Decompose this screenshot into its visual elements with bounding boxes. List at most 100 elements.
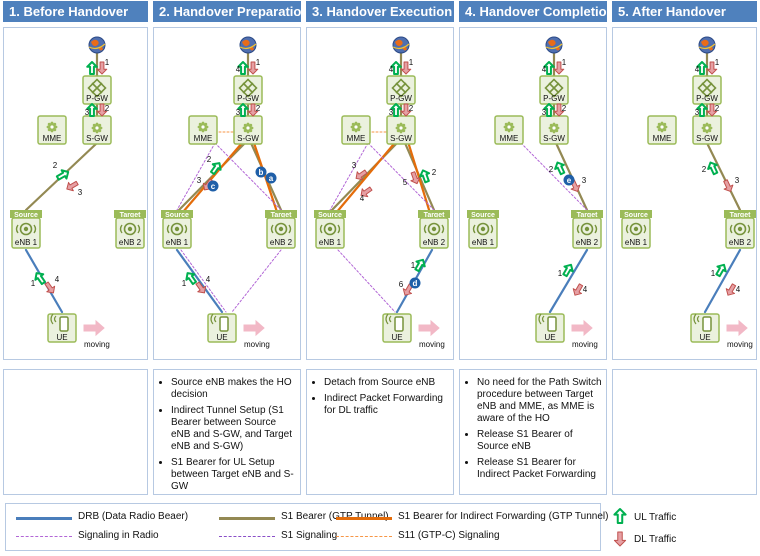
step-number: 4 [360, 194, 365, 203]
target-enb-label: eNB 2 [729, 238, 752, 247]
sgw-label: S-GW [86, 134, 108, 143]
sgw-gear-icon [242, 122, 254, 134]
ul-arrow [696, 61, 708, 75]
legend-sig-radio-line [16, 536, 72, 537]
stage-2-panel [153, 27, 301, 360]
stage-5-notes [612, 369, 757, 495]
sgw-gear-icon [91, 122, 103, 134]
ue-label: UE [56, 333, 67, 342]
source-enb-node [11, 217, 41, 249]
step-number: 2 [715, 104, 720, 113]
legend: DRB (Data Radio Beaer) S1 Bearer (GTP Tu… [5, 503, 608, 551]
target-enb-icon [729, 222, 751, 236]
dl-arrow [44, 281, 56, 294]
source-tag: Source [471, 212, 495, 219]
source-tag-bg [620, 210, 652, 218]
ul-arrow [86, 61, 98, 75]
pgw-node [692, 75, 722, 105]
source-enb-label: eNB 1 [319, 238, 342, 247]
ul-arrow [414, 258, 426, 273]
s1-signaling-line [520, 142, 588, 211]
target-enb-label: eNB 2 [423, 238, 446, 247]
pgw-label: P-GW [86, 94, 108, 103]
sgw-label: S-GW [543, 134, 565, 143]
stage-3-header: 3. Handover Execution [306, 1, 454, 22]
stage-2-header: 2. Handover Preparation [153, 1, 309, 22]
target-enb-node-box [725, 217, 755, 249]
step-number: 2 [409, 104, 414, 113]
step-number: 1 [182, 279, 187, 288]
pgw-node-box [539, 75, 569, 105]
stage-2-notes: Source eNB makes the HO decision Indirec… [153, 369, 301, 495]
internet-icon [239, 36, 257, 54]
sgw-label: S-GW [390, 134, 412, 143]
step-number: 4 [55, 275, 60, 284]
dl-arrow [360, 186, 373, 198]
pgw-node [82, 75, 112, 105]
ul-arrow [55, 169, 70, 181]
legend-s1-sig: S1 Signaling [281, 530, 338, 541]
legend-s1-indirect: S1 Bearer for Indirect Forwarding (GTP T… [398, 511, 609, 522]
step-number: 4 [206, 275, 211, 284]
ul-arrow [696, 103, 708, 117]
moving-arrow [83, 319, 105, 337]
step-number: 1 [31, 279, 36, 288]
source-tag: Source [624, 212, 648, 219]
target-enb-icon [423, 222, 445, 236]
dl-arrow [195, 281, 207, 294]
step-number: 3 [236, 108, 241, 117]
source-enb-label: eNB 1 [166, 238, 189, 247]
marker-c [207, 180, 219, 192]
ul-arrow [543, 103, 555, 117]
ul-arrow [543, 61, 555, 75]
ue-phone-icon [693, 313, 712, 332]
dl-arrow [355, 169, 368, 181]
pgw-icon [697, 78, 717, 98]
source-enb-label: eNB 1 [472, 238, 495, 247]
step-number: 5 [403, 178, 408, 187]
legend-s1-indirect-line [336, 517, 392, 520]
step-number: 4 [389, 65, 394, 74]
ul-arrow [715, 263, 727, 278]
target-tag: Target [424, 212, 446, 219]
step-number: 1 [411, 261, 416, 270]
internet-icon [545, 36, 563, 54]
mme-label: MME [194, 134, 213, 143]
ul-arrow [86, 103, 98, 117]
mme-gear-icon [197, 121, 209, 133]
marker-d [409, 277, 421, 289]
ul-arrow [237, 103, 249, 117]
source-enb-label: eNB 1 [15, 238, 38, 247]
stage-5-header: 5. After Handover [612, 1, 757, 22]
source-tag: Source [165, 212, 189, 219]
legend-drb-line [16, 517, 72, 520]
ue-label: UE [216, 333, 227, 342]
stage-2-note: Source eNB makes the HO decision [171, 377, 296, 401]
dl-arrow [572, 283, 584, 296]
marker-a-label: a [269, 174, 274, 183]
step-number: 4 [695, 65, 700, 74]
step-number: 2 [549, 165, 554, 174]
stage-3-note: Indirect Packet Forwarding for DL traffi… [324, 393, 449, 417]
step-number: 3 [85, 108, 90, 117]
step-number: 2 [562, 104, 567, 113]
pgw-node-box [82, 75, 112, 105]
target-tag: Target [577, 212, 599, 219]
stage-4-header: 4. Handover Completion [459, 1, 615, 22]
step-number: 3 [352, 161, 357, 170]
moving-arrow [571, 319, 593, 337]
marker-b [255, 166, 267, 178]
pgw-node-box [692, 75, 722, 105]
step-number: 1 [105, 58, 110, 67]
source-tag-bg [161, 210, 193, 218]
source-enb-node-box [468, 217, 498, 249]
target-enb-icon [576, 222, 598, 236]
dl-arrow [723, 179, 734, 192]
pgw-label: P-GW [543, 94, 565, 103]
s1-indirect-line [334, 143, 395, 215]
marker-e-label: e [567, 176, 572, 185]
pgw-label: P-GW [237, 94, 259, 103]
step-number: 3 [389, 108, 394, 117]
pgw-node [233, 75, 263, 105]
marker-a [265, 172, 277, 184]
